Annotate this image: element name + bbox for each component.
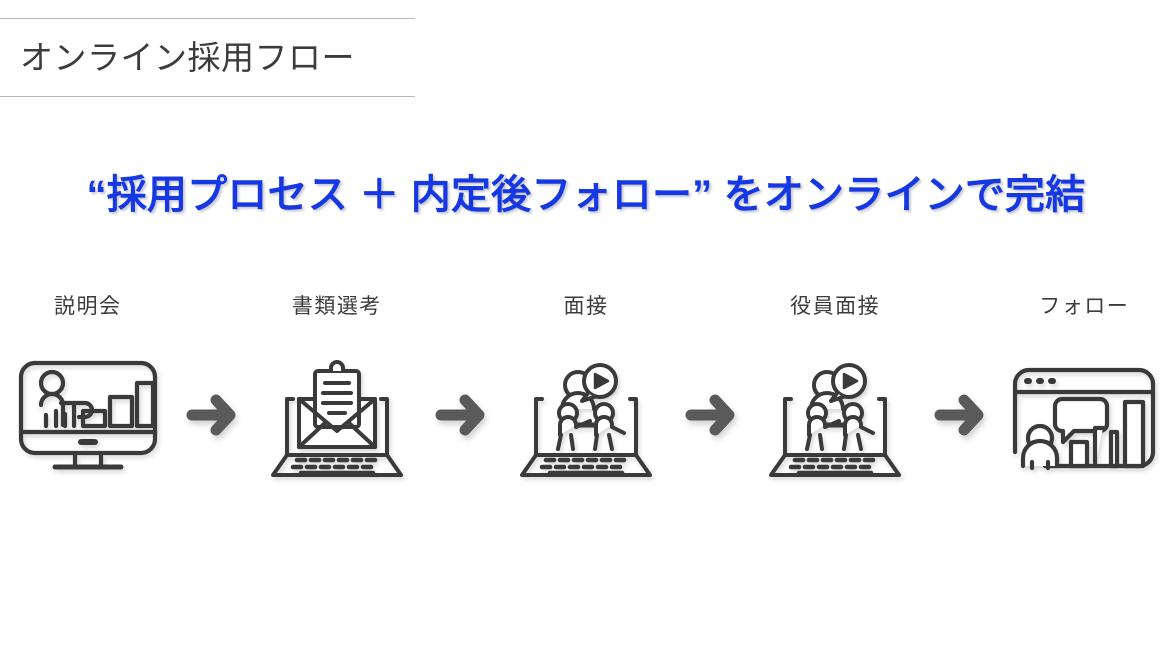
laptop-envelope-document-icon [267,358,407,478]
recruitment-flow-diagram: 説明会 [0,296,1172,496]
browser-chat-chart-person-icon [1009,358,1159,478]
desktop-monitor-presentation-icon [15,358,161,478]
page-title: オンライン採用フロー [20,39,355,76]
slide-header: オンライン採用フロー [0,18,415,97]
flow-step-label: フォロー [1039,295,1130,318]
flow-step-label: 書類選考 [291,295,382,318]
flow-arrow [674,296,748,438]
flow-step-document-screening: 書類選考 [249,296,425,478]
flow-step-follow-up: フォロー [997,296,1172,478]
laptop-video-interview-icon [765,358,905,478]
headline-text: “採用プロセス ＋ 内定後フォロー” をオンラインで完結 [86,173,1086,217]
flow-step-label: 説明会 [54,295,122,318]
flow-arrow [176,296,250,438]
laptop-video-interview-icon [516,358,656,478]
flow-step-label: 面接 [563,295,609,318]
flow-step-interview: 面接 [498,296,674,478]
flow-arrow [923,296,997,438]
flow-step-label: 役員面接 [790,295,881,318]
flow-step-briefing: 説明会 [0,296,176,478]
flow-step-executive-interview: 役員面接 [747,296,923,478]
flow-arrow [425,296,499,438]
